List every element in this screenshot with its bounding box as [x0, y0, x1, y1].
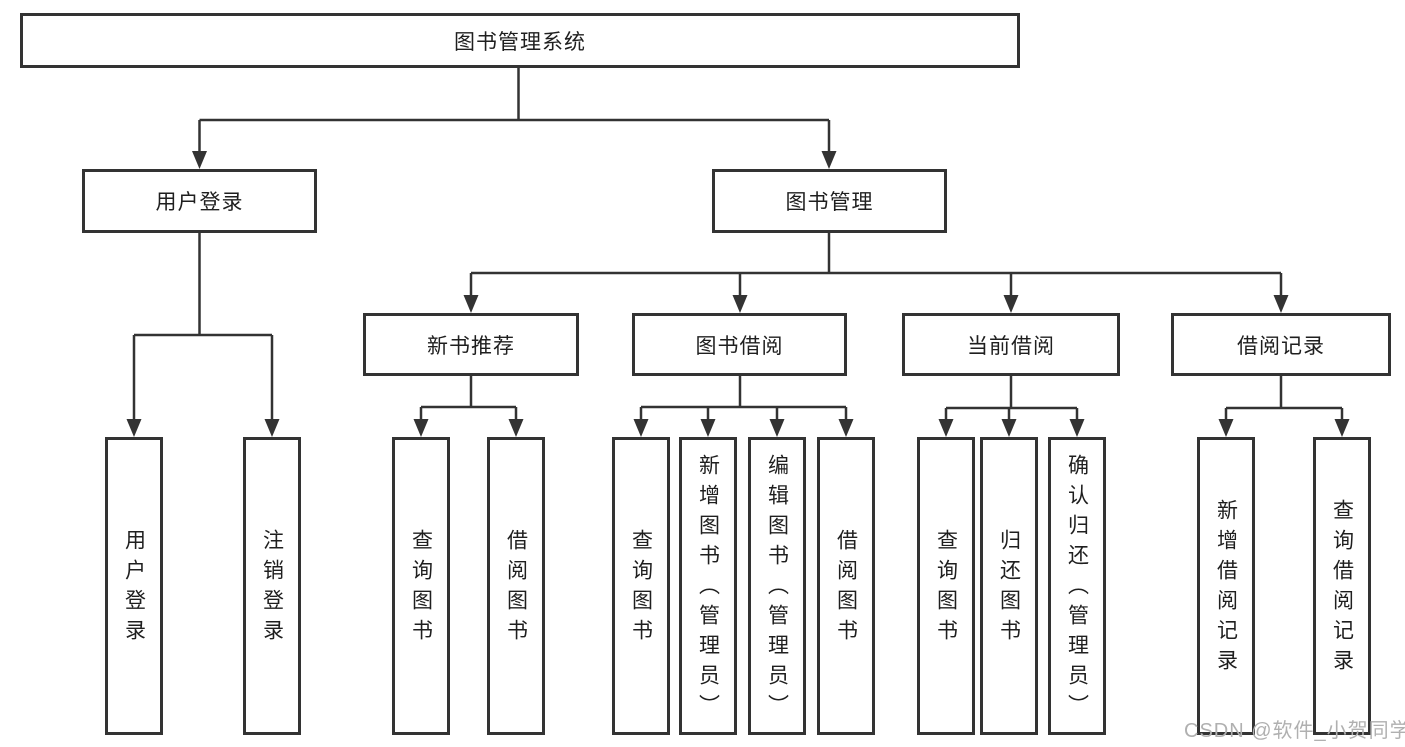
node-library-management-system: 图书管理系统: [20, 13, 1020, 68]
node-leaf-confirm-return-admin: 确认归还（管理员）: [1048, 437, 1106, 735]
node-current-borrowing: 当前借阅: [902, 313, 1120, 376]
node-leaf-query-books-current: 查询图书: [917, 437, 975, 735]
node-leaf-edit-books-admin: 编辑图书（管理员）: [748, 437, 806, 735]
node-leaf-query-books-recommend: 查询图书: [392, 437, 450, 735]
connector-borrow-record-children: [1218, 376, 1350, 437]
node-new-book-recommendation: 新书推荐: [363, 313, 579, 376]
connector-new-book-children: [413, 376, 524, 437]
connector-book-borrow-children: [633, 376, 854, 437]
connector-user-login-children: [126, 233, 280, 437]
node-leaf-query-borrow-record: 查询借阅记录: [1313, 437, 1371, 735]
node-leaf-borrow-books: 借阅图书: [817, 437, 875, 735]
node-leaf-add-borrow-record: 新增借阅记录: [1197, 437, 1255, 735]
node-leaf-return-books: 归还图书: [980, 437, 1038, 735]
node-leaf-logout: 注销登录: [243, 437, 301, 735]
connector-book-management-groups: [463, 233, 1289, 313]
node-leaf-query-books-borrow: 查询图书: [612, 437, 670, 735]
node-book-management-branch: 图书管理: [712, 169, 947, 233]
csdn-watermark: CSDN @软件_小贺同学: [1184, 720, 1405, 742]
node-borrowing-records: 借阅记录: [1171, 313, 1391, 376]
node-leaf-user-login: 用户登录: [105, 437, 163, 735]
node-user-login-branch: 用户登录: [82, 169, 317, 233]
node-leaf-add-books-admin: 新增图书（管理员）: [679, 437, 737, 735]
connector-current-borrow-children: [938, 376, 1085, 437]
node-leaf-borrow-books-recommend: 借阅图书: [487, 437, 545, 735]
node-book-borrowing: 图书借阅: [632, 313, 847, 376]
connector-root-to-branches: [192, 68, 837, 169]
